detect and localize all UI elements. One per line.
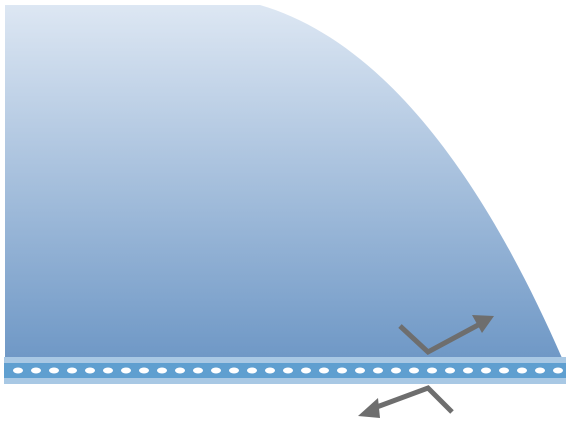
arrow-upper-head [472, 315, 494, 333]
perforation-hole [373, 367, 383, 374]
perforation-hole [319, 367, 329, 374]
perforation-hole [175, 367, 185, 374]
perforation-hole [121, 367, 131, 374]
perforation-hole [301, 367, 311, 374]
perforation-hole [391, 367, 401, 374]
perforation-row [13, 367, 563, 374]
perforation-hole [103, 367, 113, 374]
perforation-hole [193, 367, 203, 374]
perforation-hole [229, 367, 239, 374]
perforation-hole [409, 367, 419, 374]
perforation-hole [139, 367, 149, 374]
perforation-hole [445, 367, 455, 374]
curved-region [5, 5, 562, 358]
perforated-strip [4, 357, 566, 384]
perforation-hole [265, 367, 275, 374]
perforation-hole [463, 367, 473, 374]
perforation-hole [499, 367, 509, 374]
perforation-hole [553, 367, 563, 374]
perforation-hole [67, 367, 77, 374]
perforation-hole [337, 367, 347, 374]
perforation-hole [535, 367, 545, 374]
perforation-hole [517, 367, 527, 374]
perforation-hole [31, 367, 41, 374]
perforation-hole [13, 367, 23, 374]
arrow-lower-head [358, 398, 380, 418]
perforation-hole [85, 367, 95, 374]
perforation-hole [481, 367, 491, 374]
perforation-hole [247, 367, 257, 374]
arrow-lower-icon [373, 385, 454, 414]
perforation-hole [49, 367, 59, 374]
arrow-upper-icon [398, 321, 482, 356]
perforation-hole [355, 367, 365, 374]
perforation-hole [157, 367, 167, 374]
perforation-hole [427, 367, 437, 374]
perforation-hole [211, 367, 221, 374]
perforation-hole [283, 367, 293, 374]
